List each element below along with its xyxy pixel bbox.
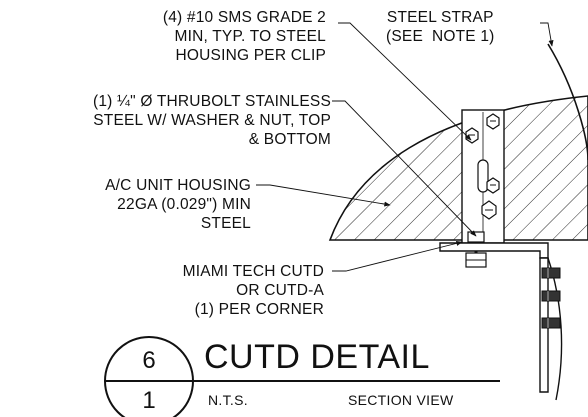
sms-screw-2 — [486, 113, 500, 130]
note-steel-strap: STEEL STRAP (SEE NOTE 1) — [386, 9, 495, 45]
leader-cutd — [332, 240, 463, 272]
note-sms-screws: (4) #10 SMS GRADE 2 MIN, TYP. TO STEEL H… — [162, 9, 326, 64]
clip-slot — [477, 159, 489, 193]
leader-strap — [540, 22, 554, 47]
note-thrubolt: (1) ¼" Ø THRUBOLT STAINLESS STEEL W/ WAS… — [92, 93, 331, 148]
ac-unit-housing-section — [328, 95, 588, 241]
sms-screw-3 — [486, 177, 500, 194]
note-cutd: MIAMI TECH CUTD OR CUTD-A (1) PER CORNER — [182, 263, 324, 318]
leader-thrubolt — [332, 100, 477, 237]
view-label: SECTION VIEW — [348, 392, 454, 408]
sms-screw-4 — [481, 200, 497, 220]
anchor-bolt-2 — [541, 290, 561, 302]
detail-title: CUTD DETAIL — [204, 338, 430, 376]
base-angle-bracket — [439, 242, 549, 259]
sms-screw-1 — [465, 127, 479, 144]
note-ac-unit-housing: A/C UNIT HOUSING 22GA (0.029") MIN STEEL — [105, 177, 251, 232]
thrubolt-head — [467, 231, 485, 243]
sheet-number: 1 — [142, 387, 156, 414]
detail-number: 6 — [142, 347, 156, 374]
anchor-bolt-3 — [541, 317, 561, 329]
leader-housing — [256, 184, 391, 207]
anchor-bolt-1 — [541, 267, 561, 279]
leader-screws — [338, 22, 472, 141]
steel-strap — [547, 43, 588, 161]
scale-label: N.T.S. — [208, 392, 248, 408]
